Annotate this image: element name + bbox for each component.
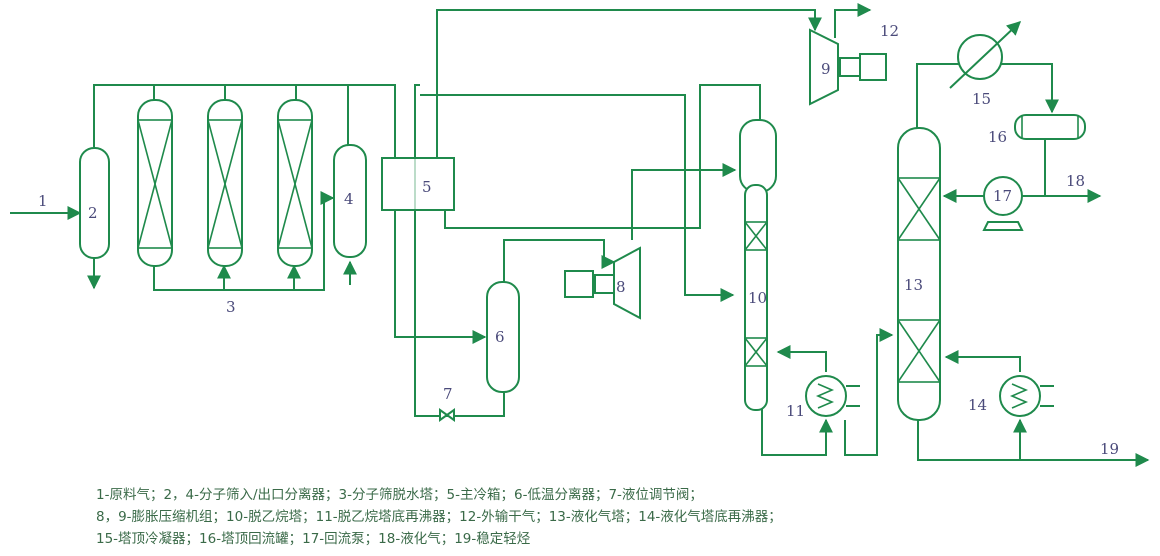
deethanizer-column: [739, 119, 777, 411]
label-15: 15: [972, 90, 991, 108]
dehydrator-bottom-header: [153, 198, 325, 291]
label-6: 6: [495, 328, 505, 346]
main-cold-box: [381, 157, 455, 211]
label-13: 13: [904, 276, 923, 294]
label-4: 4: [344, 190, 354, 208]
dry-gas-export-line: [834, 3, 872, 38]
separator-4: [333, 144, 367, 258]
lpg-column: [897, 127, 941, 421]
reboiler-11-return: [776, 345, 827, 372]
legend-line-3: 15-塔顶冷凝器；16-塔顶回流罐；17-回流泵；18-液化气；19-稳定轻烃: [96, 531, 531, 547]
dehydrator-tower-b: [207, 99, 243, 267]
column-10-overhead: [444, 84, 761, 229]
label-12: 12: [880, 22, 899, 40]
column-10-to-column-13: [844, 328, 894, 456]
cold-box-to-separator-6: [394, 210, 487, 344]
reflux-drum: [1014, 114, 1086, 140]
separator-6-liquid-line: [414, 84, 505, 417]
label-8: 8: [616, 278, 626, 296]
residue-gas-to-compressor: [436, 9, 822, 158]
label-17: 17: [993, 187, 1012, 205]
label-11: 11: [786, 402, 805, 420]
label-19: 19: [1100, 440, 1119, 458]
separator-2: [79, 147, 110, 259]
label-10: 10: [748, 289, 767, 307]
overhead-condenser: [949, 21, 1022, 89]
label-16: 16: [988, 128, 1007, 146]
label-2: 2: [88, 204, 98, 222]
dehydrator-top-header: [93, 84, 396, 158]
reboiler-14: [999, 375, 1054, 417]
label-3: 3: [226, 298, 236, 316]
separator-6-to-expander-8: [503, 239, 616, 282]
reflux-pump: [982, 176, 1024, 231]
label-18: 18: [1066, 172, 1085, 190]
reboiler-11: [805, 375, 860, 417]
legend: 1-原料气；2，4-分子筛入/出口分离器；3-分子筛脱水塔；5-主冷箱；6-低温…: [96, 484, 1156, 550]
label-14: 14: [968, 396, 987, 414]
label-9: 9: [821, 60, 831, 78]
process-flow-diagram: 1 2 3 4 5 6 7 8 9 10 11 12 13 14 15 16 1…: [10, 3, 1150, 467]
label-1: 1: [38, 192, 48, 210]
expander-8-to-column-10: [631, 163, 737, 240]
expander-compressor-8: [564, 246, 641, 320]
dehydrator-tower-c: [277, 99, 313, 267]
legend-line-1: 1-原料气；2，4-分子筛入/出口分离器；3-分子筛脱水塔；5-主冷箱；6-低温…: [96, 487, 703, 503]
level-control-valve: [439, 408, 455, 422]
column-10-bottom-line: [761, 408, 833, 456]
cold-box-to-column-10: [420, 94, 735, 302]
column-13-bottom-line: [917, 418, 1027, 461]
dehydrator-tower-a: [137, 99, 173, 267]
label-5: 5: [422, 178, 432, 196]
low-temp-separator: [486, 281, 520, 393]
reboiler-14-return: [944, 350, 1021, 372]
legend-line-2: 8，9-膨胀压缩机组；10-脱乙烷塔；11-脱乙烷塔底再沸器；12-外输干气；1…: [96, 509, 782, 525]
expander-compressor-9: [809, 28, 887, 106]
label-7: 7: [443, 385, 453, 403]
